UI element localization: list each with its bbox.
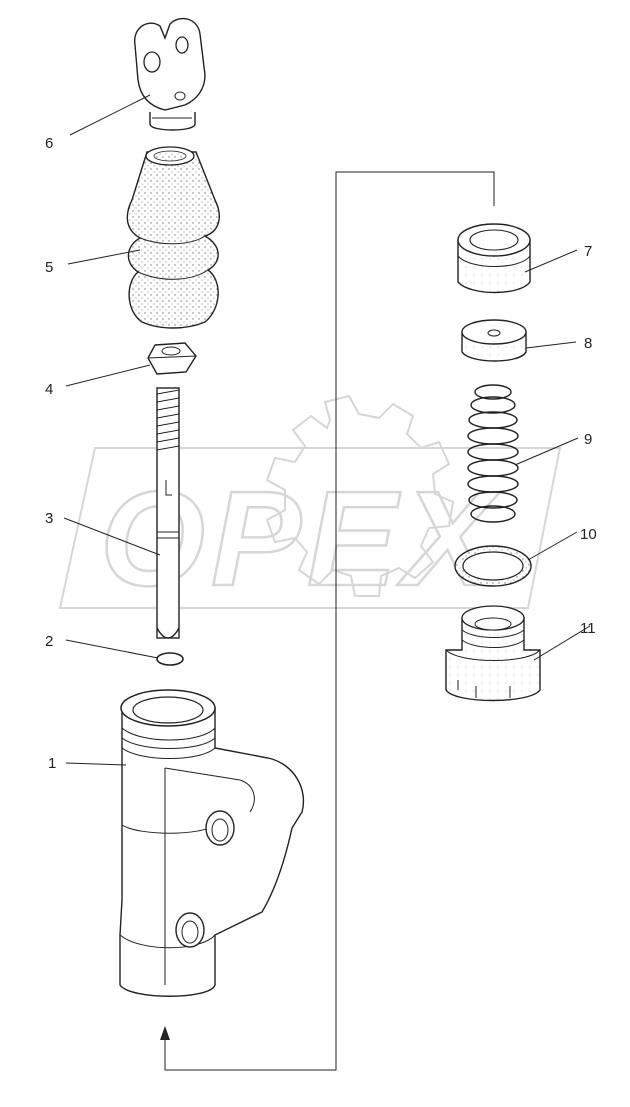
part-3-push-rod	[156, 387, 180, 639]
callout-labels: 6 5 4 3 2 1 7 8 9 10 11	[45, 135, 597, 772]
leader-11	[533, 625, 591, 661]
part-1-cylinder-body	[119, 689, 305, 997]
callout-9: 9	[584, 431, 592, 448]
part-9-spring	[467, 384, 519, 523]
part-5-boot	[126, 146, 220, 329]
leader-5	[67, 249, 141, 265]
assembly-flow-line	[164, 171, 495, 1071]
watermark-gear	[265, 394, 455, 597]
leader-lines	[63, 94, 591, 766]
leader-6	[69, 94, 151, 136]
watermark-banner	[58, 447, 562, 609]
callout-8: 8	[584, 335, 592, 352]
leader-4	[65, 364, 151, 387]
part-7-cup	[457, 223, 531, 294]
leader-9	[514, 437, 579, 466]
callout-5: 5	[45, 259, 53, 276]
callout-6: 6	[45, 135, 53, 152]
leader-1	[65, 762, 127, 766]
callout-7: 7	[584, 243, 592, 260]
part-2-o-ring	[156, 652, 184, 666]
leader-10	[527, 531, 578, 561]
callout-11: 11	[580, 620, 596, 637]
part-4-hex-nut	[147, 342, 197, 375]
flow-arrowhead	[160, 1026, 170, 1040]
leader-3	[63, 517, 161, 556]
callout-1: 1	[48, 755, 56, 772]
part-11-threaded-plug	[445, 605, 541, 702]
callout-2: 2	[45, 633, 53, 650]
leader-7	[524, 249, 578, 273]
part-8-washer	[461, 319, 527, 362]
leader-2	[65, 639, 159, 659]
callout-3: 3	[45, 510, 53, 527]
leader-8	[525, 341, 577, 349]
part-6-clevis	[134, 17, 206, 131]
part-10-seal-ring	[454, 545, 532, 587]
callout-4: 4	[45, 381, 53, 398]
callout-10: 10	[580, 526, 597, 543]
